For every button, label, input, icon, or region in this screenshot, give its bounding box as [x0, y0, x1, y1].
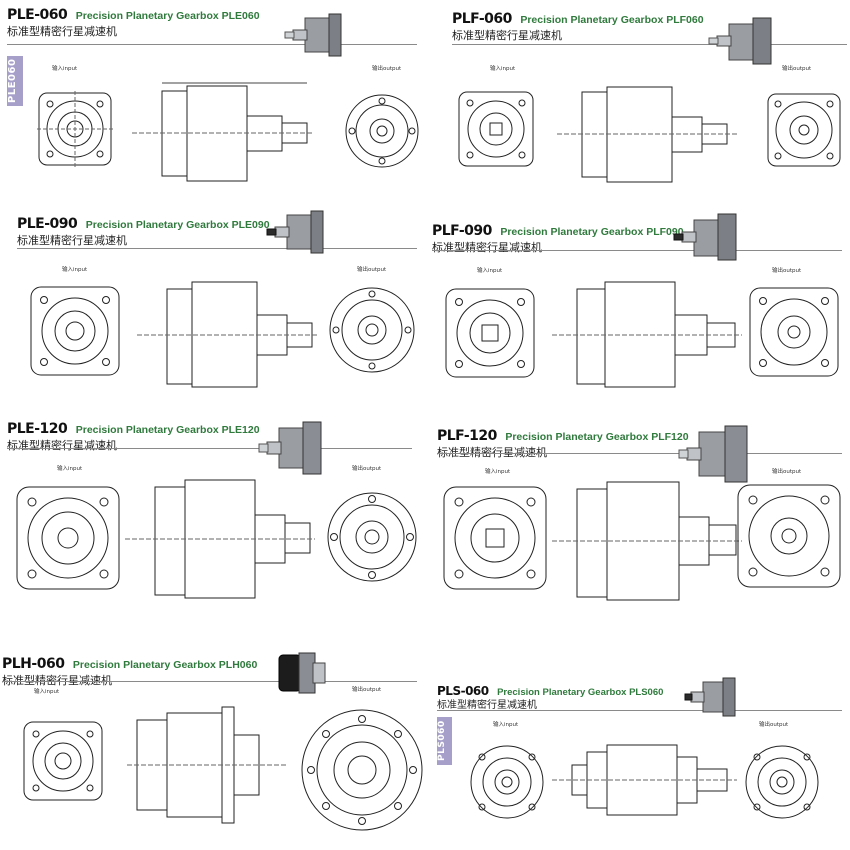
panel-header: PLH-060 Precision Planetary Gearbox PLH0… — [2, 655, 257, 673]
model-code: PLE-120 — [7, 421, 68, 437]
drawing-side-view — [552, 481, 742, 601]
panel-ple090: PLE-090 Precision Planetary Gearbox PLE0… — [17, 210, 422, 405]
model-description: Precision Planetary Gearbox PLS060 — [497, 687, 664, 698]
header-rule — [7, 448, 412, 449]
model-code: PLE-090 — [17, 216, 78, 232]
input-label: 输入input — [34, 689, 60, 695]
drawing-input-flange — [445, 288, 535, 378]
panel-header: PLF-060 Precision Planetary Gearbox PLF0… — [452, 10, 704, 28]
input-label: 输入input — [485, 469, 511, 475]
output-label: 输出output — [357, 267, 387, 273]
panel-ple060: PLE-060 Precision Planetary Gearbox PLE0… — [7, 6, 422, 206]
model-chinese-title: 标准型精密行星减速机 — [7, 439, 117, 452]
header-rule — [437, 710, 842, 711]
model-chinese-title: 标准型精密行星减速机 — [7, 25, 117, 38]
drawing-input-flange — [23, 721, 103, 801]
model-description: Precision Planetary Gearbox PLE060 — [75, 10, 260, 22]
input-label: 输入input — [62, 267, 88, 273]
model-chinese-title: 标准型精密行星减速机 — [17, 234, 127, 247]
drawing-output-flange — [737, 484, 841, 588]
output-label: 输出output — [759, 722, 789, 728]
input-label: 输入input — [490, 66, 516, 72]
panel-header: PLS-060 Precision Planetary Gearbox PLS0… — [437, 682, 663, 700]
header-rule — [7, 44, 417, 45]
drawing-input-flange — [470, 745, 544, 819]
drawing-input-flange — [458, 91, 534, 167]
gearbox-photo — [266, 210, 324, 254]
model-code: PLF-090 — [432, 223, 492, 239]
panel-plf060: PLF-060 Precision Planetary Gearbox PLF0… — [452, 10, 847, 200]
output-label: 输出output — [352, 687, 382, 693]
panel-plf120: PLF-120 Precision Planetary Gearbox PLF1… — [437, 425, 847, 607]
drawing-output-flange — [749, 287, 839, 377]
output-label: 输出output — [772, 268, 802, 274]
output-label: 输出output — [772, 469, 802, 475]
model-description: Precision Planetary Gearbox PLE120 — [75, 424, 260, 436]
drawing-side-view — [552, 744, 737, 816]
gearbox-photo — [673, 213, 737, 261]
model-chinese-title: 标准型精密行星减速机 — [432, 241, 542, 254]
output-label: 输出output — [782, 66, 812, 72]
drawing-side-view — [137, 281, 317, 388]
panel-header: PLF-090 Precision Planetary Gearbox PLF0… — [432, 222, 684, 240]
drawing-output-flange — [745, 745, 819, 819]
drawing-side-view — [132, 82, 312, 182]
model-chinese-title: 标准型精密行星减速机 — [437, 700, 537, 711]
drawing-input-flange — [443, 486, 547, 590]
header-rule — [432, 250, 842, 251]
model-code: PLF-120 — [437, 428, 497, 444]
panel-ple120: PLE-120 Precision Planetary Gearbox PLE1… — [7, 420, 422, 610]
model-description: Precision Planetary Gearbox PLH060 — [72, 659, 258, 671]
model-description: Precision Planetary Gearbox PLF060 — [520, 14, 704, 26]
model-description: Precision Planetary Gearbox PLE090 — [85, 219, 270, 231]
panel-header: PLF-120 Precision Planetary Gearbox PLF1… — [437, 427, 689, 445]
drawing-output-flange — [329, 287, 415, 373]
gearbox-photo — [278, 652, 326, 694]
panel-header: PLE-120 Precision Planetary Gearbox PLE1… — [7, 420, 260, 438]
model-chinese-title: 标准型精密行星减速机 — [2, 674, 112, 687]
gearbox-photo — [678, 425, 748, 483]
model-chinese-title: 标准型精密行星减速机 — [437, 446, 547, 459]
header-rule — [452, 44, 847, 45]
drawing-output-flange — [345, 94, 419, 168]
model-code: PLF-060 — [452, 11, 512, 27]
panel-plh060: PLH-060 Precision Planetary Gearbox PLH0… — [2, 652, 427, 845]
panel-pls060: PLS-060 Precision Planetary Gearbox PLS0… — [437, 677, 847, 842]
series-tab: PLS060 — [437, 717, 452, 765]
drawing-input-flange — [16, 486, 120, 590]
output-label: 输出output — [352, 466, 382, 472]
drawing-side-view — [557, 86, 737, 183]
input-label: 输入input — [57, 466, 83, 472]
model-code: PLH-060 — [2, 656, 65, 672]
series-tab: PLE060 — [7, 56, 23, 106]
model-chinese-title: 标准型精密行星减速机 — [452, 29, 562, 42]
panel-plf090: PLF-090 Precision Planetary Gearbox PLF0… — [432, 213, 847, 402]
output-label: 输出output — [372, 66, 402, 72]
model-description: Precision Planetary Gearbox PLF120 — [505, 431, 689, 443]
input-label: 输入input — [493, 722, 519, 728]
drawing-output-flange — [301, 709, 423, 831]
header-rule — [437, 453, 842, 454]
header-rule — [17, 248, 417, 249]
drawing-side-view — [127, 706, 287, 824]
header-rule — [2, 681, 417, 682]
gearbox-photo — [684, 677, 736, 717]
model-code: PLE-060 — [7, 7, 68, 23]
gearbox-photo — [258, 421, 322, 475]
drawing-output-flange — [767, 93, 841, 167]
gearbox-photo — [708, 17, 772, 65]
drawing-input-flange — [37, 91, 113, 167]
input-label: 输入input — [477, 268, 503, 274]
gearbox-photo — [284, 13, 342, 57]
drawing-output-flange — [327, 492, 417, 582]
drawing-input-flange — [30, 286, 120, 376]
drawing-side-view — [125, 479, 315, 599]
panel-header: PLE-090 Precision Planetary Gearbox PLE0… — [17, 215, 270, 233]
panel-header: PLE-060 Precision Planetary Gearbox PLE0… — [7, 6, 260, 24]
input-label: 输入input — [52, 66, 78, 72]
model-description: Precision Planetary Gearbox PLF090 — [500, 226, 684, 238]
drawing-side-view — [552, 281, 742, 388]
model-code: PLS-060 — [437, 684, 489, 698]
